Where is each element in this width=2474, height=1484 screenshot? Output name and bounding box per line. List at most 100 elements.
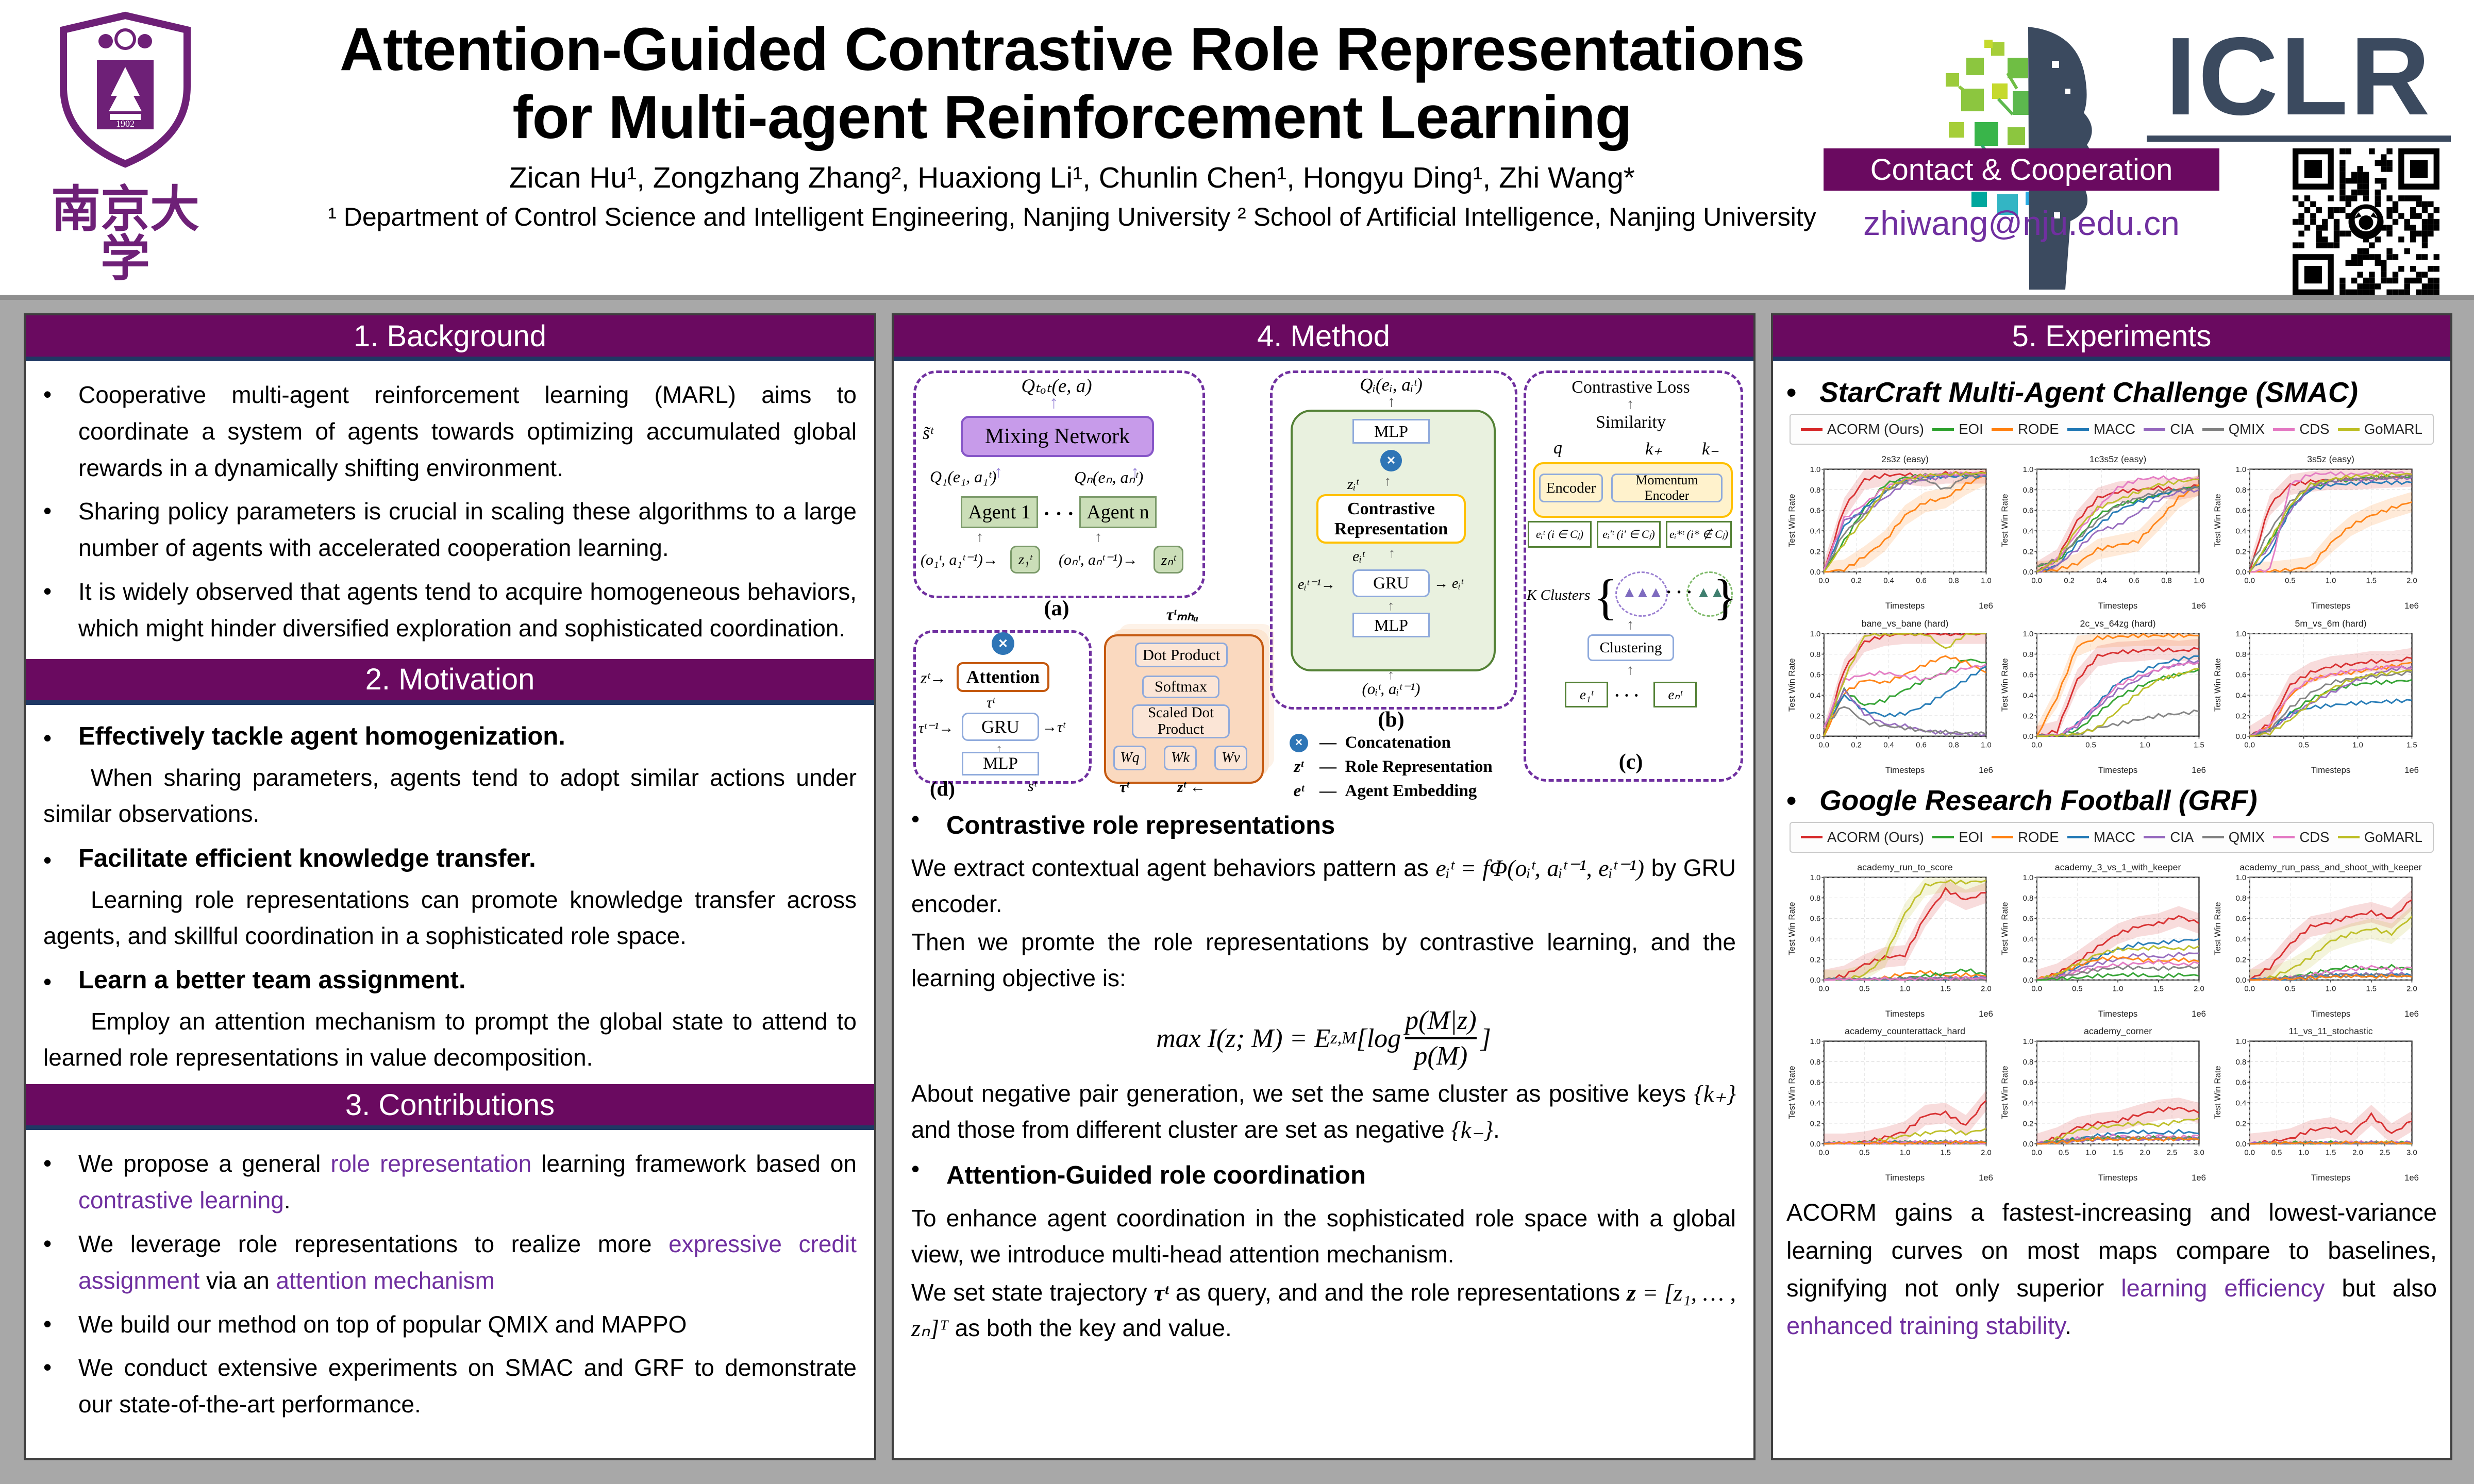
motivation-body: When sharing parameters, agents tend to …	[43, 764, 857, 827]
tau-label: τᵗ	[987, 694, 995, 711]
svg-text:0.2: 0.2	[1851, 741, 1862, 749]
svg-text:0.8: 0.8	[2023, 1058, 2034, 1067]
mha-output-label: τᵗₘₕₐ	[1166, 605, 1199, 623]
section-motivation-title: 2. Motivation	[26, 659, 874, 705]
part-c-label: (c)	[1618, 750, 1643, 774]
svg-text:0.4: 0.4	[2023, 528, 2034, 536]
svg-text:0.5: 0.5	[2271, 1149, 2282, 1157]
svg-text:0.0: 0.0	[2031, 577, 2042, 585]
en-box: eₙᵗ	[1653, 682, 1697, 707]
svg-text:0.5: 0.5	[1859, 1149, 1870, 1157]
legend-item-cia: CIA	[2144, 421, 2194, 437]
svg-text:0.4: 0.4	[2236, 1100, 2247, 1108]
bullet-icon: •	[43, 1229, 52, 1257]
svg-text:1.0: 1.0	[2113, 985, 2124, 993]
legend-item-gomarl: GoMARL	[2337, 829, 2422, 846]
svg-text:0.8: 0.8	[2161, 577, 2172, 585]
svg-text:0.2: 0.2	[2023, 956, 2034, 964]
svg-text:0.4: 0.4	[2236, 692, 2247, 700]
svg-text:0.5: 0.5	[2298, 741, 2309, 749]
svg-text:1.0: 1.0	[2298, 1149, 2309, 1157]
poster-body: 1. Background •Cooperative multi-agent r…	[0, 300, 2474, 1484]
legend-swatch	[2067, 428, 2089, 431]
legend-swatch	[2202, 836, 2224, 839]
svg-text:Test Win Rate: Test Win Rate	[2000, 902, 2010, 955]
svg-text:1.0: 1.0	[2023, 874, 2034, 882]
background-bullet: •Sharing policy parameters is crucial in…	[43, 493, 857, 566]
svg-text:1e6: 1e6	[2404, 765, 2419, 775]
svg-text:11_vs_11_stochastic: 11_vs_11_stochastic	[2288, 1026, 2372, 1037]
svg-text:1.0: 1.0	[2236, 466, 2247, 474]
state-label: s̃ᵗ	[923, 423, 933, 443]
svg-text:0.2: 0.2	[2236, 712, 2247, 720]
svg-text:0.5: 0.5	[2285, 577, 2296, 585]
legend-item-qmix: QMIX	[2202, 829, 2265, 846]
svg-text:0.0: 0.0	[1818, 577, 1829, 585]
svg-text:0.0: 0.0	[1810, 733, 1821, 741]
svg-text:0.2: 0.2	[2236, 548, 2247, 556]
legend-swatch	[2273, 836, 2295, 839]
attention-box: Attention	[957, 662, 1049, 692]
svg-text:3s5z (easy): 3s5z (easy)	[2307, 454, 2354, 464]
svg-text:2.0: 2.0	[2406, 985, 2417, 993]
svg-text:Timesteps: Timesteps	[2311, 765, 2350, 775]
svg-text:bane_vs_bane (hard): bane_vs_bane (hard)	[1862, 618, 1949, 629]
method-paragraph: We extract contextual agent behaviors pa…	[911, 854, 1736, 918]
svg-text:0.4: 0.4	[1810, 528, 1821, 536]
svg-text:0.8: 0.8	[2236, 1058, 2247, 1067]
svg-text:1.0: 1.0	[2139, 741, 2150, 749]
section-experiments-title: 5. Experiments	[1773, 315, 2450, 361]
scaled-dot-product-box: Scaled Dot Product	[1132, 704, 1230, 738]
svg-text:2.0: 2.0	[2406, 577, 2417, 585]
svg-text:0.2: 0.2	[1810, 548, 1821, 556]
svg-text:1.0: 1.0	[1810, 630, 1821, 638]
svg-text:0.8: 0.8	[2023, 486, 2034, 495]
svg-text:0.6: 0.6	[1810, 671, 1821, 680]
svg-text:0.8: 0.8	[1810, 894, 1821, 902]
section-motivation-content: •Effectively tackle agent homogenization…	[26, 705, 874, 1084]
svg-text:Test Win Rate: Test Win Rate	[2213, 902, 2222, 955]
svg-text:1e6: 1e6	[1979, 601, 1993, 611]
svg-text:1.0: 1.0	[2326, 577, 2336, 585]
svg-text:0.8: 0.8	[1948, 577, 1959, 585]
svg-text:1.0: 1.0	[1810, 874, 1821, 882]
svg-text:1e6: 1e6	[1979, 765, 1993, 775]
svg-text:1.0: 1.0	[1981, 577, 1992, 585]
legend-item-eoi: EOI	[1932, 829, 1983, 846]
bullet-icon: •	[43, 381, 52, 408]
svg-text:0.6: 0.6	[2023, 1079, 2034, 1087]
svg-text:1.0: 1.0	[2194, 577, 2204, 585]
svg-text:0.2: 0.2	[1810, 1120, 1821, 1128]
svg-text:0.5: 0.5	[2072, 985, 2083, 993]
svg-text:0.0: 0.0	[2244, 1149, 2255, 1157]
negative-key-box: eᵢ*ᵗ (i* ∉ Cⱼ)	[1666, 521, 1732, 548]
svg-text:0.4: 0.4	[2236, 528, 2247, 536]
agentn-box: Agent n	[1079, 496, 1157, 528]
dot-product-box: Dot Product	[1135, 643, 1228, 667]
svg-text:2.5: 2.5	[2380, 1149, 2391, 1157]
svg-text:1.0: 1.0	[1900, 1149, 1911, 1157]
query-label: q	[1553, 439, 1562, 458]
svg-text:0.0: 0.0	[2031, 741, 2042, 749]
contact-banner: Contact & Cooperation	[1824, 148, 2219, 191]
svg-text:Timesteps: Timesteps	[2311, 601, 2350, 611]
svg-text:0.4: 0.4	[1810, 692, 1821, 700]
gru-box-b: GRU	[1352, 569, 1430, 597]
contribution-bullet: •We propose a general role representatio…	[43, 1145, 857, 1219]
qr-code	[2293, 148, 2439, 295]
svg-text:1.0: 1.0	[1810, 466, 1821, 474]
svg-text:0.8: 0.8	[1810, 1058, 1821, 1067]
svg-text:0.4: 0.4	[2023, 692, 2034, 700]
svg-text:Test Win Rate: Test Win Rate	[2000, 1066, 2010, 1120]
svg-text:1.0: 1.0	[2236, 874, 2247, 882]
bullet-icon: •	[43, 724, 52, 751]
